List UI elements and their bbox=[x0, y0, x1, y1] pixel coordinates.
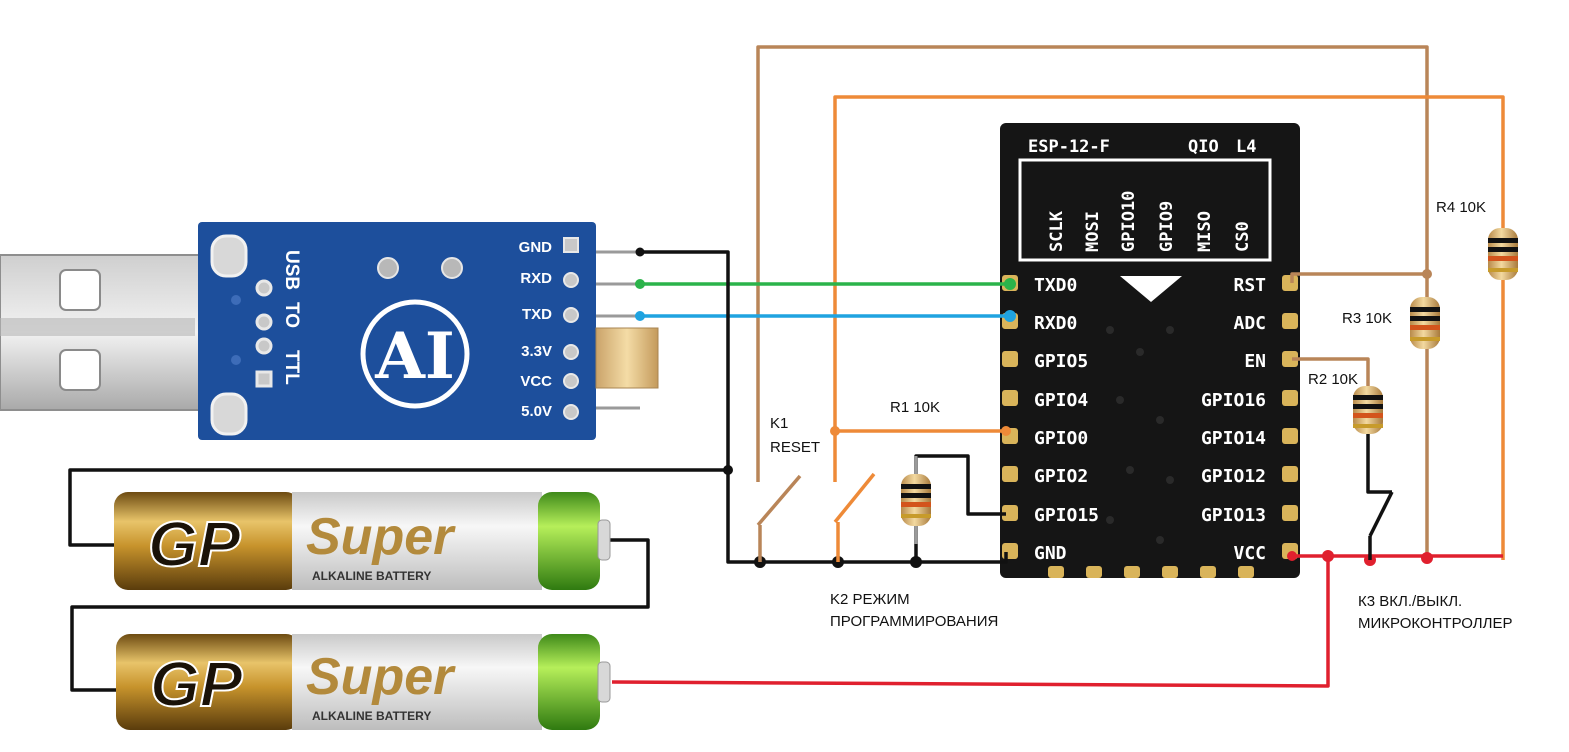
label-k2-line2: ПРОГРАММИРОВАНИЯ bbox=[830, 613, 998, 630]
battery-top: GP Super ALKALINE BATTERY bbox=[114, 492, 611, 590]
usb-title-2: TO bbox=[281, 302, 302, 328]
label-k3-line2: МИКРОКОНТРОЛЛЕР bbox=[1358, 615, 1512, 632]
label-k1-line2: RESET bbox=[770, 439, 820, 456]
esp-pin-en: EN bbox=[1244, 351, 1266, 372]
resistor-r2 bbox=[1353, 386, 1383, 434]
wire-black-batt-top bbox=[68, 468, 728, 547]
esp-pin-gpio14: GPIO14 bbox=[1201, 428, 1266, 449]
usb-pin-gnd: GND bbox=[519, 239, 553, 256]
label-r2: R2 10K bbox=[1308, 371, 1358, 388]
label-k2-line1: K2 РЕЖИМ bbox=[830, 591, 910, 608]
usb-pin-5v: 5.0V bbox=[521, 403, 552, 420]
battery-top-subtitle: ALKALINE BATTERY bbox=[312, 569, 431, 583]
esp-pin-gpio4: GPIO4 bbox=[1034, 390, 1088, 411]
esp-top-pin-gpio10: GPIO10 bbox=[1119, 191, 1139, 252]
wire-brown-rst bbox=[756, 45, 1429, 470]
resistor-r4 bbox=[1488, 228, 1518, 280]
esp-pin-gpio0: GPIO0 bbox=[1034, 428, 1088, 449]
usb-ttl-board: AI USB TO TTL GND RXD TXD 3.3V VCC 5.0V bbox=[198, 222, 659, 440]
usb-title-3: TTL bbox=[281, 350, 302, 385]
battery-bottom-brand: GP bbox=[150, 648, 243, 720]
esp-pin-gpio15: GPIO15 bbox=[1034, 505, 1099, 526]
label-r4: R4 10K bbox=[1436, 199, 1486, 216]
battery-bottom-name: Super bbox=[306, 648, 456, 706]
esp-top-pin-sclk: SCLK bbox=[1047, 210, 1067, 252]
esp-variant-2: L4 bbox=[1236, 137, 1256, 157]
esp-model: ESP-12-F bbox=[1028, 137, 1110, 157]
esp-pin-txd0: TXD0 bbox=[1034, 275, 1077, 296]
wire-brown-en bbox=[1292, 357, 1370, 392]
switch-k1 bbox=[756, 470, 802, 562]
wire-k3-leg bbox=[1366, 430, 1392, 494]
usb-pin-rxd: RXD bbox=[520, 270, 552, 287]
battery-top-brand: GP bbox=[148, 508, 241, 580]
esp-top-pin-miso: MISO bbox=[1195, 211, 1215, 252]
switch-k2 bbox=[833, 470, 876, 562]
usb-pin-3v3: 3.3V bbox=[521, 343, 552, 360]
esp-pin-gpio5: GPIO5 bbox=[1034, 351, 1088, 372]
usb-pin-txd: TXD bbox=[522, 306, 552, 323]
battery-bottom: GP Super ALKALINE BATTERY bbox=[116, 634, 611, 730]
switch-k3 bbox=[1368, 491, 1394, 560]
resistor-r1 bbox=[901, 456, 931, 544]
esp12f-module: ESP-12-F QIO L4 SCLK MOSI GPIO10 GPIO9 M… bbox=[1000, 123, 1300, 578]
esp-pin-adc: ADC bbox=[1233, 313, 1266, 334]
esp-pin-rst: RST bbox=[1233, 275, 1266, 296]
label-k1-line1: K1 bbox=[770, 415, 788, 432]
usb-plug bbox=[0, 254, 206, 411]
esp-top-pin-gpio9: GPIO9 bbox=[1157, 201, 1177, 252]
wire-black-gnd bbox=[640, 250, 1008, 564]
esp-top-pin-cs0: CS0 bbox=[1233, 221, 1253, 252]
esp-pin-vcc: VCC bbox=[1233, 543, 1266, 564]
esp-top-pin-mosi: MOSI bbox=[1083, 211, 1103, 252]
esp-pin-gpio12: GPIO12 bbox=[1201, 466, 1266, 487]
usb-title-1: USB bbox=[281, 250, 302, 290]
esp-pin-gpio13: GPIO13 bbox=[1201, 505, 1266, 526]
esp-pin-gpio16: GPIO16 bbox=[1201, 390, 1266, 411]
wire-red-batt bbox=[611, 556, 1330, 688]
usb-pin-vcc: VCC bbox=[520, 373, 552, 390]
resistor-r3 bbox=[1410, 297, 1440, 349]
junctions bbox=[635, 247, 1433, 568]
esp-variant: QIO bbox=[1188, 137, 1219, 157]
esp-pin-rxd0: RXD0 bbox=[1034, 313, 1077, 334]
label-r1: R1 10K bbox=[890, 399, 940, 416]
battery-top-name: Super bbox=[306, 508, 456, 566]
wire-black-batt-link bbox=[70, 538, 650, 692]
label-k3-line1: К3 ВКЛ./ВЫКЛ. bbox=[1358, 593, 1462, 610]
esp-pin-gnd: GND bbox=[1034, 543, 1067, 564]
esp-pin-gpio2: GPIO2 bbox=[1034, 466, 1088, 487]
svg-text:AI: AI bbox=[374, 319, 455, 394]
battery-bottom-subtitle: ALKALINE BATTERY bbox=[312, 709, 431, 723]
label-r3: R3 10K bbox=[1342, 310, 1392, 327]
